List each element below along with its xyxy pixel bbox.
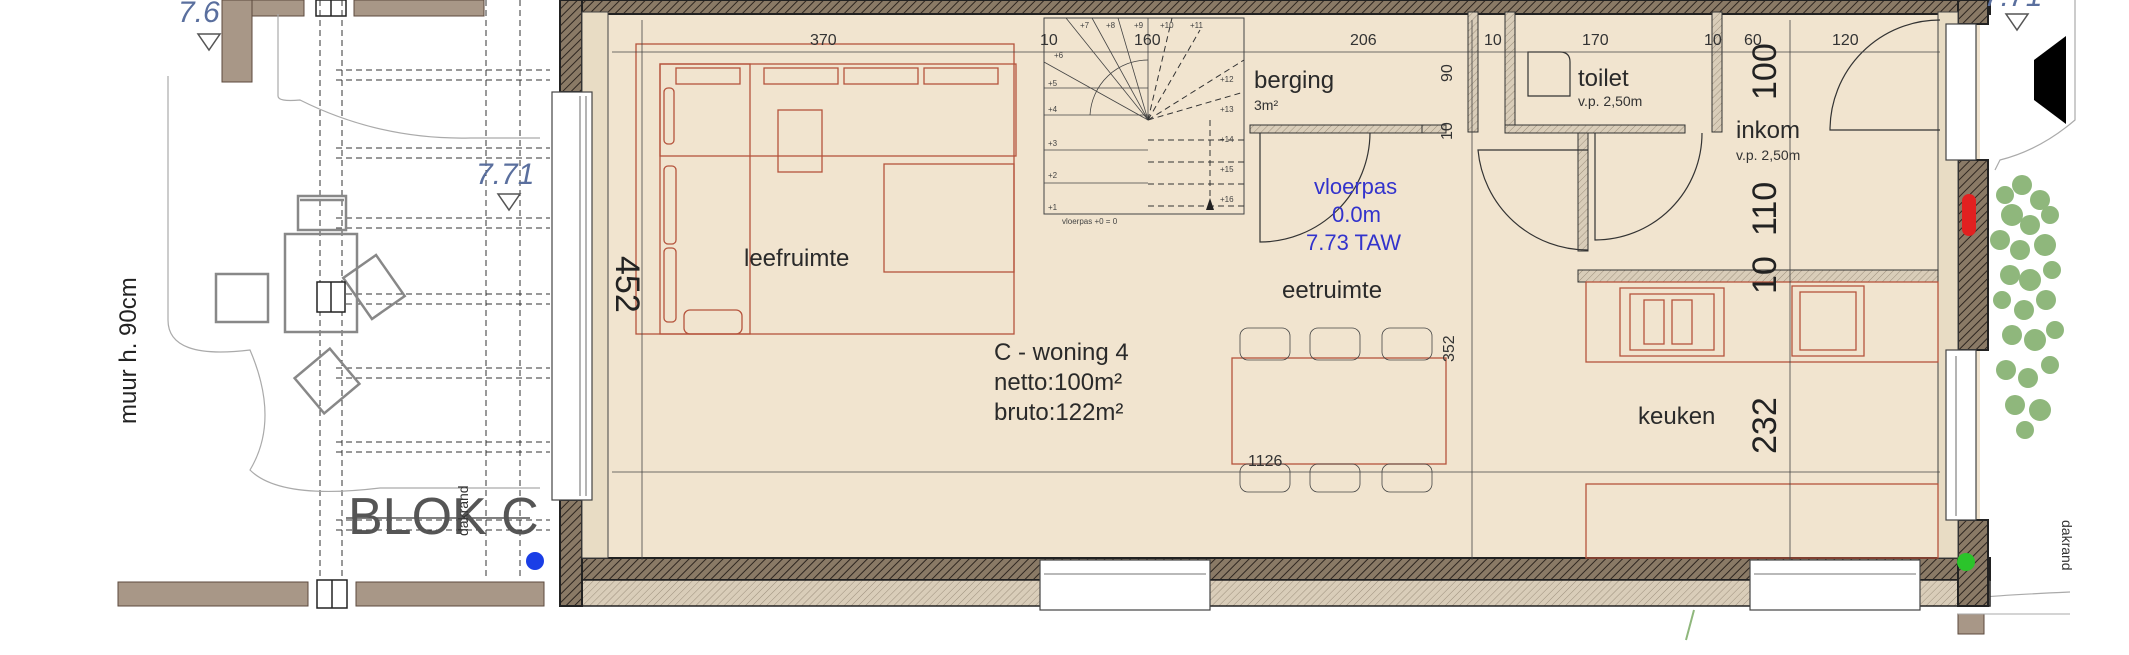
dim-160: 160 — [1134, 32, 1161, 49]
inner-walls — [1249, 11, 1939, 283]
dimension-lines — [612, 20, 1940, 560]
labels: 370 10 160 206 10 170 10 60 120 90 10 35… — [115, 0, 2075, 571]
dining-table — [1231, 327, 1447, 493]
windows — [551, 23, 1977, 611]
landscape-right — [1685, 0, 2076, 641]
room-eetruimte: eetruimte — [1282, 277, 1382, 304]
room-berging-area: 3m² — [1254, 97, 1278, 113]
level-mid: 7.71 — [476, 158, 534, 191]
garden-chair — [296, 194, 348, 232]
dim-352: 352 — [1441, 335, 1458, 362]
room-toilet: toilet — [1578, 65, 1629, 92]
dim-10c: 10 — [1704, 32, 1722, 49]
room-toilet-vp: v.p. 2,50m — [1578, 93, 1642, 109]
stair-step-label: +6 — [1054, 51, 1064, 60]
unit-netto: netto:100m² — [994, 369, 1122, 396]
stair-step-label: +7 — [1080, 21, 1090, 30]
floor-level-value: 0.0m — [1332, 202, 1381, 227]
dim-370: 370 — [810, 32, 837, 49]
dim-206: 206 — [1350, 32, 1377, 49]
stair-step-label: +13 — [1220, 105, 1234, 114]
room-inkom-vp: v.p. 2,50m — [1736, 147, 1800, 163]
stair-step-label: +2 — [1048, 171, 1058, 180]
kitchen-units — [1585, 281, 1939, 559]
dim-60: 60 — [1744, 32, 1762, 49]
dim-170: 170 — [1582, 32, 1609, 49]
stair-step-label: +15 — [1220, 165, 1234, 174]
dim-10d: 10 — [1439, 122, 1456, 140]
terrace-area — [117, 0, 550, 609]
level-top-right: 7.71 — [1984, 0, 2042, 13]
garden-chair — [341, 253, 407, 321]
staircase: vloerpas +0 = 0 — [1043, 17, 1245, 226]
dim-10a: 10 — [1040, 32, 1058, 49]
block-label: BLOK C — [348, 488, 539, 546]
stair-step-label: +14 — [1220, 135, 1234, 144]
room-leefruimte: leefruimte — [744, 245, 849, 272]
unit-bruto: bruto:122m² — [994, 399, 1123, 426]
stair-step-label: +10 — [1160, 21, 1174, 30]
stair-step-label: +4 — [1048, 105, 1058, 114]
room-keuken: keuken — [1638, 403, 1715, 430]
marker-red — [1962, 194, 1976, 236]
stair-step-label: +9 — [1134, 21, 1144, 30]
dim-10b: 10 — [1484, 32, 1502, 49]
stair-step-label: +1 — [1048, 203, 1058, 212]
wall-height-label: muur h. 90cm — [115, 277, 142, 424]
stair-step-label: +3 — [1048, 139, 1058, 148]
room-inkom: inkom — [1736, 117, 1800, 144]
floor-level-taw: 7.73 TAW — [1306, 230, 1401, 255]
level-top-left: 7.6 — [178, 0, 220, 29]
dim-452: 452 — [608, 256, 646, 313]
marker-dot-blue — [526, 552, 544, 570]
stair-step-label: +8 — [1106, 21, 1116, 30]
dakrand-left: dakrand — [455, 485, 471, 536]
furniture-living — [635, 43, 1017, 335]
dim-232: 232 — [1746, 397, 1784, 454]
stair-step-label: +11 — [1190, 21, 1204, 30]
outer-walls — [559, 0, 1991, 607]
marker-dot-green — [1957, 553, 1975, 571]
dim-90: 90 — [1439, 64, 1456, 82]
dim-110: 110 — [1746, 182, 1784, 236]
stair-step-label: +16 — [1220, 195, 1234, 204]
stair-step-label: +12 — [1220, 75, 1234, 84]
dim-1126: 1126 — [1248, 453, 1283, 470]
dim-120: 120 — [1832, 32, 1859, 49]
stair-label: vloerpas +0 = 0 — [1062, 217, 1118, 226]
garden-chair — [292, 346, 362, 416]
unit-name: C - woning 4 — [994, 339, 1129, 366]
dakrand-right: dakrand — [2059, 520, 2075, 571]
room-berging: berging — [1254, 67, 1334, 94]
dim-100: 100 — [1746, 43, 1784, 100]
stair-step-numbers: +1 +2 +3 +4 +5 +6 +7 +8 +9 +10 +11 +12 +13 +14 +15 +16 — [1048, 21, 1234, 212]
stair-step-label: +5 — [1048, 79, 1058, 88]
dim-10e: 10 — [1746, 256, 1784, 294]
garden-chair — [214, 272, 270, 324]
floor-level-title: vloerpas — [1314, 174, 1397, 199]
